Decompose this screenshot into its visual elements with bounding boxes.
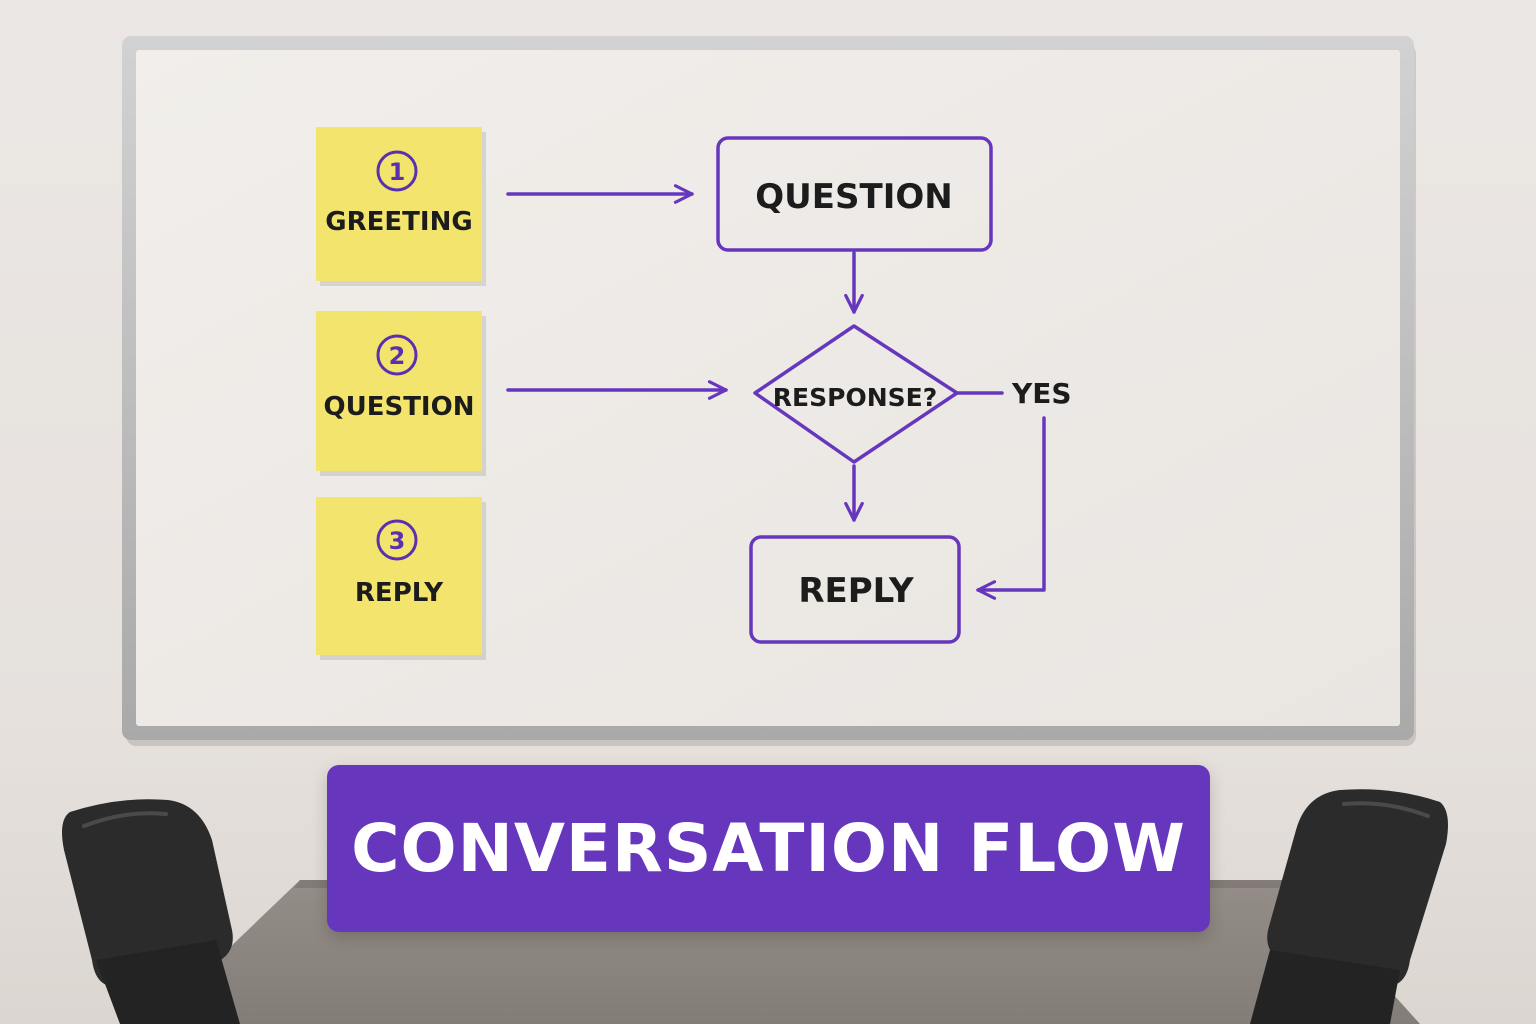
- step-2-circle: [376, 334, 418, 376]
- sticky-note-1-paper: [316, 127, 482, 281]
- sticky-note-1-label: GREETING: [325, 207, 472, 237]
- chair-right-seat: [1250, 950, 1400, 1024]
- step-2-number: 2: [389, 342, 406, 370]
- chair-right-highlight: [1342, 801, 1430, 818]
- node-question-label: QUESTION: [755, 177, 952, 217]
- step-3-number: 3: [389, 527, 406, 555]
- node-question-box: [716, 136, 993, 252]
- chair-left-highlight: [82, 811, 168, 828]
- sticky-note-3-label: REPLY: [355, 578, 444, 608]
- chair-left: [62, 799, 240, 1024]
- chair-right: [1250, 789, 1448, 1024]
- node-question: QUESTION: [716, 136, 993, 252]
- chair-right-back: [1267, 789, 1448, 987]
- edge-yes-loop-to-reply: [976, 416, 1046, 600]
- sticky-note-2-paper: [316, 311, 482, 471]
- node-reply-label: REPLY: [798, 571, 914, 611]
- sticky-note-3: 3 REPLY: [316, 497, 486, 660]
- node-response-diamond: [753, 324, 959, 464]
- node-reply-box: [749, 535, 961, 644]
- chair-left-back: [62, 799, 233, 987]
- title-banner: CONVERSATION FLOW: [327, 765, 1210, 932]
- node-reply: REPLY: [749, 535, 961, 644]
- sticky-note-3-paper: [316, 497, 482, 655]
- node-response-label: RESPONSE?: [773, 383, 937, 412]
- edge-label-yes: YES: [1011, 377, 1072, 410]
- flowchart-edges: YES: [506, 184, 1072, 600]
- step-1-number: 1: [389, 158, 406, 186]
- sticky-note-2-label: QUESTION: [324, 392, 475, 422]
- chair-left-seat: [96, 940, 240, 1024]
- step-3-circle: [376, 519, 418, 561]
- banner-title: CONVERSATION FLOW: [351, 809, 1186, 887]
- step-1-circle: [376, 150, 418, 192]
- sticky-note-1: 1 GREETING: [316, 127, 486, 286]
- sticky-note-2: 2 QUESTION: [316, 311, 486, 476]
- node-response: RESPONSE?: [753, 324, 959, 464]
